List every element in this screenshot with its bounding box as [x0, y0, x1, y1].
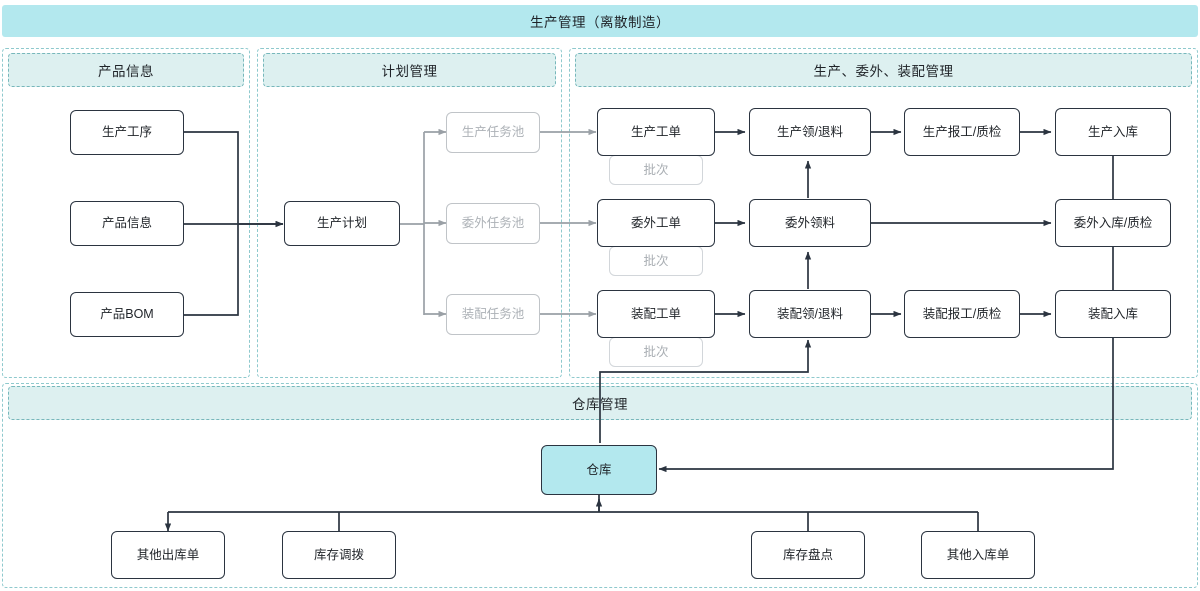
- node-production-stock-in[interactable]: 生产入库: [1055, 108, 1171, 156]
- section-header-production-outsourcing-assembly: 生产、委外、装配管理: [575, 53, 1192, 87]
- node-product-info[interactable]: 产品信息: [70, 201, 184, 246]
- section-frame-product-info: [2, 48, 250, 378]
- node-stock-count[interactable]: 库存盘点: [751, 531, 865, 579]
- node-batch-assembly[interactable]: 批次: [609, 337, 703, 367]
- section-frame-plan-management: [257, 48, 562, 378]
- node-batch-production[interactable]: 批次: [609, 155, 703, 185]
- node-production-material-issue-return[interactable]: 生产领/退料: [749, 108, 871, 156]
- node-production-work-order[interactable]: 生产工单: [597, 108, 715, 156]
- node-production-task-pool[interactable]: 生产任务池: [446, 112, 540, 153]
- page-title: 生产管理（离散制造）: [2, 5, 1198, 37]
- node-assembly-work-order[interactable]: 装配工单: [597, 290, 715, 338]
- node-assembly-material-issue-return[interactable]: 装配领/退料: [749, 290, 871, 338]
- node-other-stock-in[interactable]: 其他入库单: [921, 531, 1035, 579]
- node-assembly-task-pool[interactable]: 装配任务池: [446, 294, 540, 335]
- node-production-process[interactable]: 生产工序: [70, 110, 184, 155]
- section-header-warehouse-management: 仓库管理: [8, 386, 1192, 420]
- node-outsourcing-task-pool[interactable]: 委外任务池: [446, 203, 540, 244]
- node-outsourcing-work-order[interactable]: 委外工单: [597, 199, 715, 247]
- node-production-plan[interactable]: 生产计划: [284, 201, 400, 246]
- node-outsourcing-material-issue[interactable]: 委外领料: [749, 199, 871, 247]
- section-header-plan-management: 计划管理: [263, 53, 556, 87]
- node-assembly-stock-in[interactable]: 装配入库: [1055, 290, 1171, 338]
- node-batch-outsourcing[interactable]: 批次: [609, 246, 703, 276]
- node-other-stock-out[interactable]: 其他出库单: [111, 531, 225, 579]
- node-product-bom[interactable]: 产品BOM: [70, 292, 184, 337]
- node-production-report-inspection[interactable]: 生产报工/质检: [904, 108, 1020, 156]
- section-header-product-info: 产品信息: [8, 53, 244, 87]
- node-warehouse[interactable]: 仓库: [541, 445, 657, 495]
- node-stock-transfer[interactable]: 库存调拨: [282, 531, 396, 579]
- node-assembly-report-inspection[interactable]: 装配报工/质检: [904, 290, 1020, 338]
- node-outsourcing-stock-in-inspection[interactable]: 委外入库/质检: [1055, 199, 1171, 247]
